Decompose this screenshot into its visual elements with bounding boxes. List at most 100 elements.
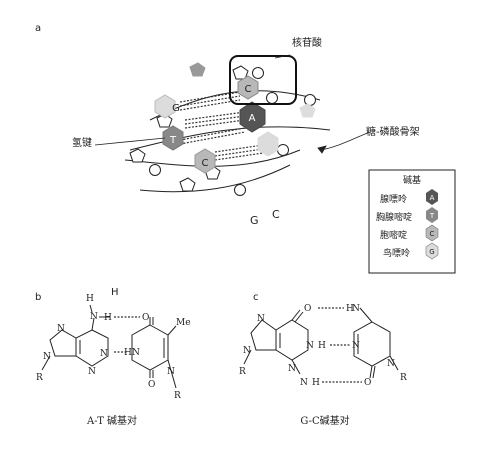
stray-letter-h: H — [111, 287, 119, 298]
atom-n: N — [352, 304, 360, 314]
legend-letter: T — [429, 212, 435, 220]
hydrogen-bond-callout — [94, 137, 166, 146]
guanine-six-ring — [275, 319, 309, 361]
atom-n: N — [257, 314, 265, 324]
at-atoms: H N H O N H N O N R R N N N Me — [36, 294, 191, 401]
atom-r: R — [174, 391, 181, 401]
base-letter-t: T — [169, 135, 177, 146]
backbone-callout — [319, 131, 371, 151]
base-hexagon-c2: C — [194, 148, 216, 174]
base-letter-c: C — [202, 158, 209, 169]
base-hexagon-g1: G — [154, 94, 180, 119]
hydrogen-bond-label: 氢键 — [72, 136, 92, 149]
legend-item-label: 胞嘧啶 — [380, 229, 407, 241]
stray-letter-c: C — [272, 208, 280, 221]
atom-o: O — [304, 304, 311, 314]
legend-letter: G — [429, 248, 434, 256]
helix-bases: G C A T C — [154, 75, 279, 174]
atom-o: O — [364, 378, 371, 388]
at-bonds — [41, 304, 177, 389]
methyl-label: Me — [176, 318, 191, 328]
legend-item-label: 鸟嘌呤 — [383, 247, 410, 259]
backbone-label: 糖-磷酸骨架 — [366, 125, 420, 138]
atom-n: N — [167, 367, 175, 377]
legend-letter: C — [430, 230, 435, 238]
atom-h: H — [104, 313, 112, 323]
gc-caption: G-C碱基对 — [300, 414, 349, 427]
atom-n: N — [132, 348, 140, 358]
base-letter-a: A — [249, 113, 256, 124]
legend-item-guanine: 鸟嘌呤 G — [383, 242, 439, 260]
atom-h: H — [86, 294, 94, 304]
legend-hexagon-a — [426, 189, 438, 205]
atom-h: H — [346, 304, 354, 314]
stray-letter-g: G — [250, 214, 259, 227]
legend-hexagon-t — [426, 207, 438, 223]
atom-r: R — [400, 373, 407, 383]
adenine-six-ring — [75, 329, 109, 367]
nucleotide-callout — [274, 54, 291, 59]
legend-box — [368, 169, 456, 274]
legend: 碱基 腺嘌呤 A 胸腺嘧啶 T 胞嘧啶 C 鸟嘌呤 G — [368, 169, 456, 274]
atom-h: H — [312, 378, 320, 388]
at-base-pair: H N H O N H N O N R R N N N Me A-T 碱基对 — [36, 294, 191, 427]
atom-o: O — [142, 313, 149, 323]
atom-n: N — [90, 312, 98, 322]
legend-letter: A — [430, 194, 435, 202]
legend-item-cytosine: 胞嘧啶 C — [380, 224, 439, 242]
atom-n: N — [57, 324, 65, 334]
backbone-strand-2 — [129, 126, 331, 151]
legend-item-adenine: 腺嘌呤 A — [380, 189, 438, 205]
atom-n: N — [243, 346, 251, 356]
gc-hydrogen-bonds — [318, 307, 362, 383]
atom-r: R — [36, 373, 43, 383]
atom-n: N — [288, 364, 296, 374]
adenine-five-ring — [49, 329, 77, 357]
base-hexagon-t1: T — [162, 125, 184, 151]
panel-label-b: b — [35, 292, 41, 303]
nucleotide-label: 核苷酸 — [292, 36, 322, 49]
base-letter-c: C — [245, 84, 252, 95]
base-hexagon-a1: A — [239, 101, 266, 133]
phosphate-circle — [252, 67, 264, 79]
panel-label-c: c — [253, 292, 259, 303]
sugar-pentagon-shaded — [189, 62, 206, 77]
atom-h: H — [124, 348, 132, 358]
gc-bonds — [243, 307, 399, 379]
atom-n: N — [43, 352, 51, 362]
atom-n: N — [387, 359, 395, 369]
atom-n: N — [300, 378, 308, 388]
legend-title: 碱基 — [403, 174, 421, 186]
base-letter-g: G — [172, 103, 180, 114]
atom-o: O — [148, 380, 155, 390]
legend-item-thymine: 胸腺嘧啶 T — [376, 207, 438, 223]
at-hydrogen-bonds — [114, 316, 140, 353]
legend-item-label: 胸腺嘧啶 — [376, 211, 412, 223]
phosphate-circle — [234, 184, 246, 196]
backbone-strand-4 — [139, 164, 291, 193]
at-caption: A-T 碱基对 — [86, 414, 137, 427]
atom-n: N — [352, 341, 360, 351]
atom-h: H — [318, 341, 326, 351]
atom-n: N — [100, 349, 108, 359]
phosphate-circle — [266, 92, 278, 104]
callout-lines — [94, 54, 371, 154]
atom-n: N — [88, 367, 96, 377]
atom-r: R — [239, 367, 246, 377]
phosphate-circle — [149, 164, 161, 176]
sugar-pentagon — [129, 148, 146, 163]
phosphate-circle — [277, 144, 289, 156]
legend-hexagon-g — [425, 242, 439, 260]
backbone-callout-arrow — [317, 145, 327, 154]
legend-hexagon-c — [425, 224, 439, 242]
nucleotide-highlight-box — [229, 55, 297, 105]
sugar-pentagon — [232, 65, 249, 80]
atom-n: N — [306, 341, 314, 351]
legend-item-label: 腺嘌呤 — [380, 193, 407, 205]
gc-atoms: O H N N H N N H O R R N N N N — [239, 304, 407, 388]
gc-base-pair: O H N N H N N H O R R N N N N G-C碱基对 — [239, 304, 407, 427]
panel-label-a: a — [35, 23, 41, 34]
double-helix — [124, 62, 331, 196]
